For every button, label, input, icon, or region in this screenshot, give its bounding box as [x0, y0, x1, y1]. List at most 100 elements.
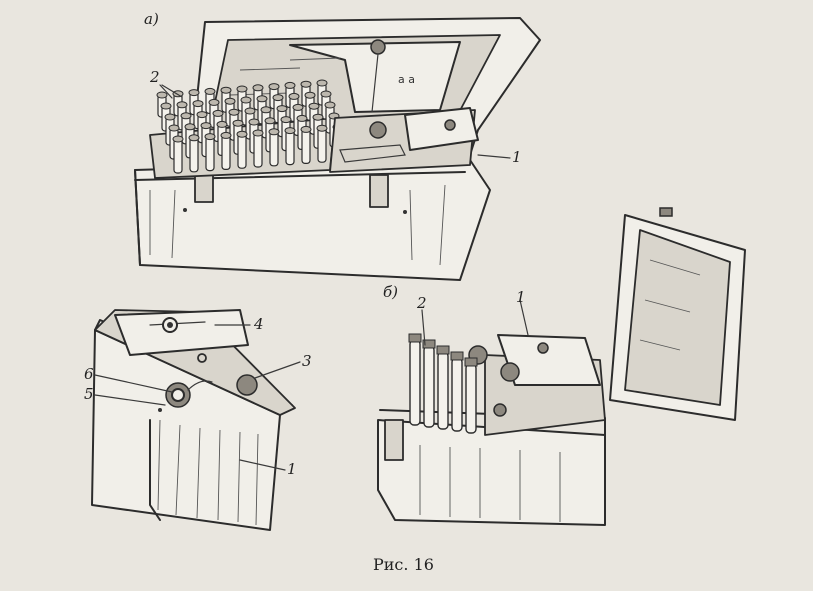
- tube-cap-icon: [260, 106, 272, 114]
- tube-cap-icon: [184, 123, 196, 131]
- tube-cap-icon: [422, 339, 436, 349]
- closed-lid: [114, 309, 249, 356]
- tube-cap-icon: [268, 83, 280, 91]
- device-b-knob-icon: [537, 342, 549, 354]
- tube-cap-icon: [316, 124, 328, 132]
- tube-cap-icon: [208, 98, 220, 106]
- test-tube-icon: [253, 132, 263, 168]
- tube-cap-icon: [228, 108, 240, 116]
- tube-cap-icon: [224, 97, 236, 105]
- latch-right-icon: [369, 174, 389, 208]
- tube-cap-icon: [300, 125, 312, 133]
- test-tube-icon: [173, 138, 183, 174]
- tube-cap-icon: [160, 102, 172, 110]
- tube-cap-icon: [236, 130, 248, 138]
- device-view-closed: [91, 309, 296, 531]
- tube-cap-icon: [204, 87, 216, 95]
- test-tube-icon: [423, 345, 435, 428]
- tube-cap-icon: [464, 357, 478, 367]
- tube-cap-icon: [220, 131, 232, 139]
- tube-cap-icon: [188, 134, 200, 142]
- tube-cap-icon: [450, 351, 464, 361]
- tube-cap-icon: [296, 114, 308, 122]
- tube-cap-icon: [200, 122, 212, 130]
- dial-b3-icon: [493, 403, 507, 417]
- dial-b2-icon: [500, 362, 520, 382]
- lid-b-hinge-icon: [659, 207, 673, 217]
- tube-cap-icon: [232, 119, 244, 127]
- test-tube-icon: [451, 357, 463, 432]
- view-label-a: а): [144, 10, 159, 28]
- device-a-knob-icon: [444, 119, 456, 131]
- tube-rack-b: [408, 333, 478, 434]
- callout-b-device: 1: [516, 288, 526, 306]
- case-b-body: [377, 419, 606, 526]
- tube-cap-icon: [252, 84, 264, 92]
- tube-cap-icon: [264, 117, 276, 125]
- tube-cap-icon: [324, 101, 336, 109]
- tube-cap-icon: [236, 85, 248, 93]
- case-a-lid-panel: [289, 41, 461, 113]
- tube-cap-icon: [216, 120, 228, 128]
- tube-cap-icon: [204, 133, 216, 141]
- tube-cap-icon: [244, 107, 256, 115]
- tube-cap-icon: [164, 113, 176, 121]
- figure-caption: Рис. 16: [373, 555, 434, 574]
- tube-cap-icon: [436, 345, 450, 355]
- callout-leaders: [94, 84, 529, 471]
- test-tube-icon: [301, 128, 311, 164]
- view-label-b: б): [383, 283, 399, 301]
- tube-cap-icon: [188, 89, 200, 97]
- tube-cap-icon: [408, 333, 422, 343]
- test-tube-icon: [317, 127, 327, 163]
- tube-cap-icon: [268, 128, 280, 136]
- test-tube-icon: [221, 134, 231, 170]
- tube-cap-icon: [308, 102, 320, 110]
- test-tube-icon: [465, 363, 477, 434]
- tube-cap-icon: [220, 86, 232, 94]
- closed-knob-icon: [236, 374, 258, 396]
- callout-closed-socket: 5: [84, 385, 94, 403]
- tube-cap-icon: [212, 109, 224, 117]
- test-tube-icon: [237, 133, 247, 169]
- tube-cap-icon: [276, 105, 288, 113]
- tube-cap-icon: [288, 92, 300, 100]
- tube-cap-icon: [284, 81, 296, 89]
- callout-closed-body: 1: [287, 460, 297, 478]
- tube-cap-icon: [304, 91, 316, 99]
- test-tube-icon: [437, 351, 449, 430]
- tube-cap-icon: [168, 124, 180, 132]
- tube-cap-icon: [312, 113, 324, 121]
- test-tube-icon: [269, 131, 279, 167]
- callout-b-tubes: 2: [417, 294, 427, 312]
- tube-cap-icon: [248, 118, 260, 126]
- tube-cap-icon: [156, 91, 168, 99]
- test-tube-icon: [189, 137, 199, 173]
- test-tube-icon: [205, 136, 215, 172]
- tube-cap-icon: [192, 100, 204, 108]
- tube-cap-icon: [172, 90, 184, 98]
- dial-a-icon: [369, 121, 387, 139]
- tube-cap-icon: [272, 94, 284, 102]
- tube-cap-icon: [316, 79, 328, 87]
- test-tube-icon: [409, 339, 421, 426]
- callout-closed-cap: 6: [84, 365, 94, 383]
- case-b-latch-icon: [384, 419, 404, 461]
- tube-cap-icon: [300, 80, 312, 88]
- device-a: [404, 107, 479, 151]
- tube-cap-icon: [176, 101, 188, 109]
- tube-cap-icon: [292, 103, 304, 111]
- lid-knob-icon: [370, 39, 386, 55]
- case-view-a: a a: [134, 17, 541, 281]
- tube-cap-icon: [196, 111, 208, 119]
- tube-cap-icon: [284, 127, 296, 135]
- cap-chain-icon: [187, 380, 213, 391]
- tube-cap-icon: [180, 112, 192, 120]
- tube-cap-icon: [256, 95, 268, 103]
- svg-text:a a: a a: [398, 73, 415, 86]
- test-tube-icon: [285, 130, 295, 166]
- callout-a-tubes: 2: [150, 68, 160, 86]
- tube-cap-icon: [252, 129, 264, 137]
